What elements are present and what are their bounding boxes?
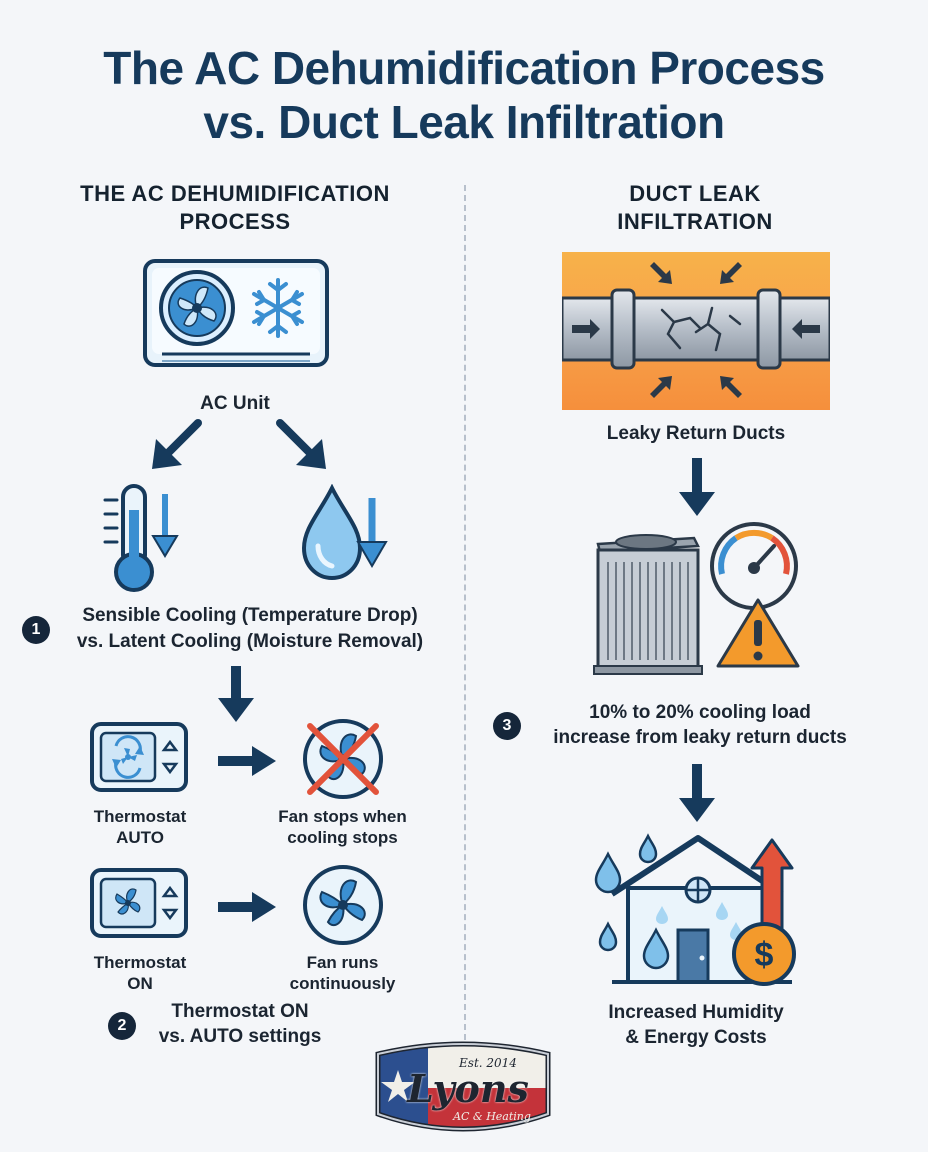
- arrow-down-icon: [214, 664, 258, 726]
- arrow-down-left-icon: [148, 415, 208, 475]
- step-3-badge: 3: [493, 712, 521, 740]
- column-divider: [464, 185, 466, 1040]
- right-heading-line1: DUCT LEAK: [629, 181, 761, 206]
- thermostat-on-label-line1: Thermostat: [93, 953, 187, 972]
- step-3-line1: 10% to 20% cooling load: [589, 702, 811, 723]
- thermostat-on-icon: [90, 868, 188, 938]
- water-drop-down-icon: [300, 484, 395, 584]
- fan-stops-label-line1: Fan stops when: [278, 807, 407, 826]
- step-1-line2: vs. Latent Cooling (Moisture Removal): [76, 631, 424, 652]
- condenser-unit-icon: [586, 516, 806, 688]
- step-2-badge: 2: [108, 1012, 136, 1040]
- logo-tagline: AC & Heating: [453, 1110, 531, 1123]
- fan-stops-label-line2: cooling stops: [287, 828, 398, 847]
- lyons-logo: Est. 2014 Lyons AC & Heating: [368, 1040, 558, 1140]
- thermostat-auto-icon: [90, 722, 188, 792]
- logo-established: Est. 2014: [459, 1056, 517, 1070]
- house-humidity-cost-icon: $: [592, 832, 807, 990]
- fan-runs-label-line1: Fan runs: [306, 953, 379, 972]
- page-title-line1: The AC Dehumidification Process: [103, 42, 825, 94]
- thermometer-icon: [95, 480, 195, 595]
- arrow-down-icon-right-2: [675, 762, 719, 826]
- thermostat-on-label-line2: ON: [127, 974, 153, 993]
- arrow-down-right-icon: [270, 415, 330, 475]
- arrow-down-icon-right-1: [675, 456, 719, 520]
- ac-unit-label: AC Unit: [200, 393, 270, 414]
- ac-unit-icon: [142, 258, 330, 373]
- dollar-symbol: $: [755, 936, 774, 974]
- step-2-line2: vs. AUTO settings: [158, 1026, 322, 1047]
- arrow-right-icon: [216, 744, 278, 778]
- arrow-right-icon-2: [216, 890, 278, 924]
- leaky-duct-icon: [562, 252, 830, 410]
- right-heading-line2: INFILTRATION: [617, 209, 773, 234]
- fan-running-icon: [300, 862, 386, 948]
- fan-stopped-icon: [300, 716, 386, 802]
- step-1-line1: Sensible Cooling (Temperature Drop): [82, 605, 418, 626]
- step-3-line2: increase from leaky return ducts: [553, 727, 847, 748]
- page-title-line2: vs. Duct Leak Infiltration: [203, 96, 725, 148]
- step-2-line1: Thermostat ON: [171, 1001, 309, 1022]
- left-heading-line1: THE AC DEHUMIDIFICATION: [80, 181, 390, 206]
- result-label-line2: & Energy Costs: [625, 1027, 767, 1048]
- thermostat-auto-label-line2: AUTO: [116, 828, 164, 847]
- fan-runs-label-line2: continuously: [289, 974, 396, 993]
- leaky-duct-label: Leaky Return Ducts: [606, 423, 786, 444]
- left-heading-line2: PROCESS: [179, 209, 291, 234]
- step-1-badge: 1: [22, 616, 50, 644]
- thermostat-auto-label-line1: Thermostat: [93, 807, 187, 826]
- logo-brand: Lyons: [407, 1066, 529, 1111]
- result-label-line1: Increased Humidity: [608, 1002, 784, 1023]
